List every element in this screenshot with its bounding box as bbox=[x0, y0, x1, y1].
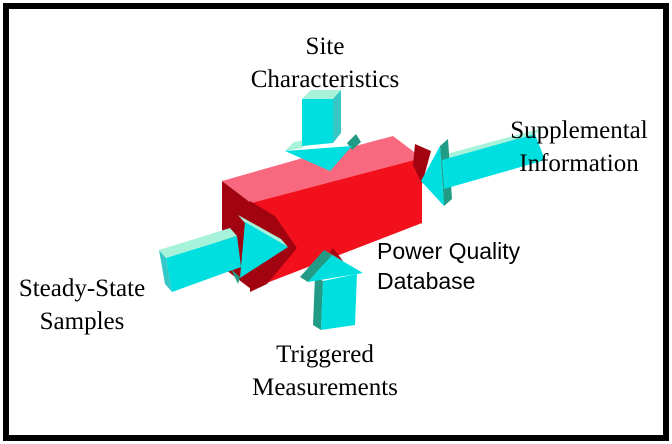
label-steady-line1: Steady-State bbox=[18, 275, 146, 302]
arrow-up-icon bbox=[300, 250, 363, 330]
arrow-right-head bbox=[240, 222, 288, 278]
arrow-down-top-bevel bbox=[302, 90, 341, 99]
box-notch-right bbox=[413, 144, 431, 184]
arrow-down-shaft bbox=[302, 99, 333, 146]
arrow-up-head bbox=[308, 255, 363, 282]
arrow-right-icon bbox=[159, 215, 288, 292]
arrow-right-top-bevel bbox=[159, 228, 237, 258]
arrow-left-top-bevel bbox=[442, 128, 543, 160]
arrow-right-wing-bevel-pale bbox=[238, 215, 288, 247]
arrow-right-underwing-bevel bbox=[231, 269, 240, 284]
arrow-down-wing-bevel-dark bbox=[347, 134, 361, 150]
arrow-right-end-cap bbox=[159, 250, 172, 292]
label-power-quality-database: Power Quality Database bbox=[377, 236, 557, 296]
label-triggered-measurements: Triggered Measurements bbox=[215, 338, 435, 404]
arrow-up-shaft bbox=[321, 274, 357, 330]
label-supplemental-line2: Information bbox=[519, 150, 639, 177]
arrow-up-side-bevel bbox=[313, 276, 323, 330]
arrow-down-side-bevel bbox=[333, 90, 341, 143]
label-site-characteristics: Site Characteristics bbox=[215, 30, 435, 96]
label-triggered-line1: Triggered bbox=[276, 341, 374, 368]
label-triggered-line2: Measurements bbox=[252, 374, 398, 401]
arrow-right-shaft bbox=[166, 236, 241, 292]
arrow-left-icon bbox=[421, 128, 545, 206]
label-site-line1: Site bbox=[305, 33, 345, 60]
arrow-left-head bbox=[421, 146, 444, 206]
label-steady-line2: Samples bbox=[39, 308, 125, 335]
box-top-face bbox=[222, 136, 422, 203]
arrow-down-head bbox=[285, 146, 352, 171]
label-pq-line1: Power Quality bbox=[377, 238, 521, 264]
arrow-left-shaft bbox=[442, 134, 545, 189]
label-supplemental-line1: Supplemental bbox=[510, 117, 648, 144]
label-pq-line2: Database bbox=[377, 268, 476, 294]
label-supplemental-information: Supplemental Information bbox=[496, 114, 662, 180]
arrow-down-icon bbox=[285, 90, 361, 171]
database-box bbox=[222, 136, 431, 292]
arrow-up-head-bevel-pale bbox=[324, 250, 363, 273]
arrow-up-head-bevel-dark bbox=[300, 250, 332, 282]
image-border bbox=[3, 3, 669, 441]
box-front-face bbox=[251, 158, 422, 289]
label-site-line2: Characteristics bbox=[250, 66, 400, 93]
label-steady-state-samples: Steady-State Samples bbox=[0, 272, 164, 338]
